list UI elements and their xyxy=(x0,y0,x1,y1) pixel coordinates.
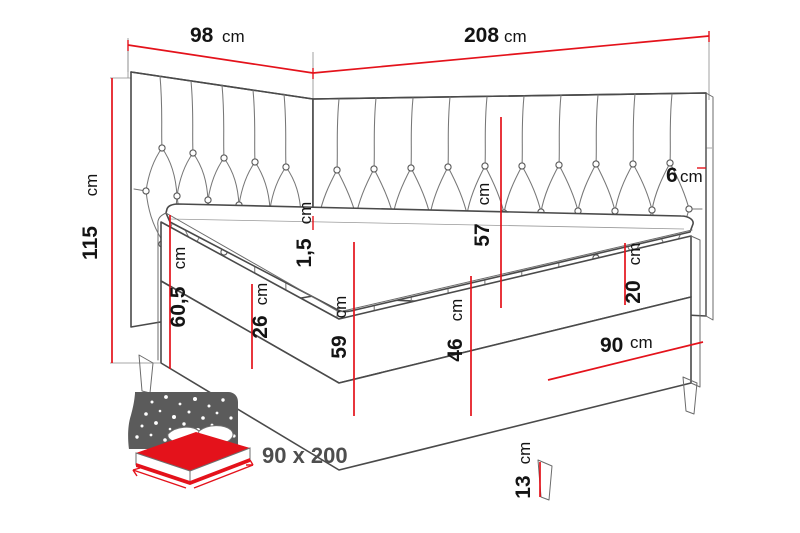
dimension-208-value: 208 xyxy=(464,24,499,47)
dimension-26-value: 26 xyxy=(249,315,272,338)
dimension-59-value: 59 xyxy=(328,335,351,358)
dimension-mattress-top-height: 60,5 cm xyxy=(167,215,190,369)
dimension-6-value: 6 xyxy=(666,164,678,187)
dimension-208-unit: cm xyxy=(504,27,527,46)
dimension-13-value: 13 xyxy=(512,475,535,498)
dimension-605-unit: cm xyxy=(170,247,189,270)
dimension-59-unit: cm xyxy=(331,296,350,319)
dimension-headboard-thickness: 6 cm xyxy=(666,164,706,187)
dimension-115-unit: cm xyxy=(82,174,101,197)
leg-front-left xyxy=(138,354,154,394)
bed-illustration xyxy=(130,71,714,501)
dimension-90-value: 90 xyxy=(600,334,623,357)
dimension-base-height: 26 cm xyxy=(249,283,272,369)
mattress-top-seam xyxy=(169,218,685,230)
leg-back-right xyxy=(682,376,698,415)
dimension-57-value: 57 xyxy=(471,223,494,246)
headboard-edge-thickness xyxy=(705,92,714,321)
dimension-length-front: 208 cm xyxy=(312,24,710,74)
dimension-topper-thickness: 1,5 cm xyxy=(293,202,316,268)
dimension-side-height: 59 cm xyxy=(328,242,355,416)
dimension-15-unit: cm xyxy=(296,202,315,225)
base-right-edge xyxy=(690,235,701,388)
dimension-headboard-height: 57 cm xyxy=(471,117,502,308)
dimension-98-unit: cm xyxy=(222,27,245,46)
dimension-20-unit: cm xyxy=(625,243,644,266)
dimension-leg-height: 13 cm xyxy=(512,442,541,499)
dimension-46-unit: cm xyxy=(447,299,466,322)
dimension-15-value: 1,5 xyxy=(293,238,316,268)
headboard-top-edge-right xyxy=(312,92,707,100)
dimension-115-value: 115 xyxy=(79,226,102,260)
mattress-size-label: 90 x 200 xyxy=(262,443,348,468)
dimension-front-height: 46 cm xyxy=(444,276,472,416)
mattress-topper-layer xyxy=(165,212,693,313)
dimension-57-unit: cm xyxy=(474,183,493,206)
dimension-20-value: 20 xyxy=(622,280,645,303)
dimension-98-value: 98 xyxy=(190,24,214,47)
dimension-sleeping-width: 90 cm xyxy=(547,333,704,381)
dimension-13-unit: cm xyxy=(515,442,534,465)
mattress-left-corner xyxy=(157,212,167,361)
dimension-total-height: 115 cm xyxy=(79,78,113,363)
dimension-6-unit: cm xyxy=(680,167,703,186)
mattress-size-icon: 90 x 200 xyxy=(116,392,348,489)
dimension-width-side: 98 cm xyxy=(127,24,314,79)
dimension-605-value: 60,5 xyxy=(167,286,190,327)
dimension-mattress-height: 20 cm xyxy=(622,243,645,305)
dimension-26-unit: cm xyxy=(252,283,271,306)
dimension-46-value: 46 xyxy=(444,338,467,361)
dimension-90-unit: cm xyxy=(630,333,653,352)
